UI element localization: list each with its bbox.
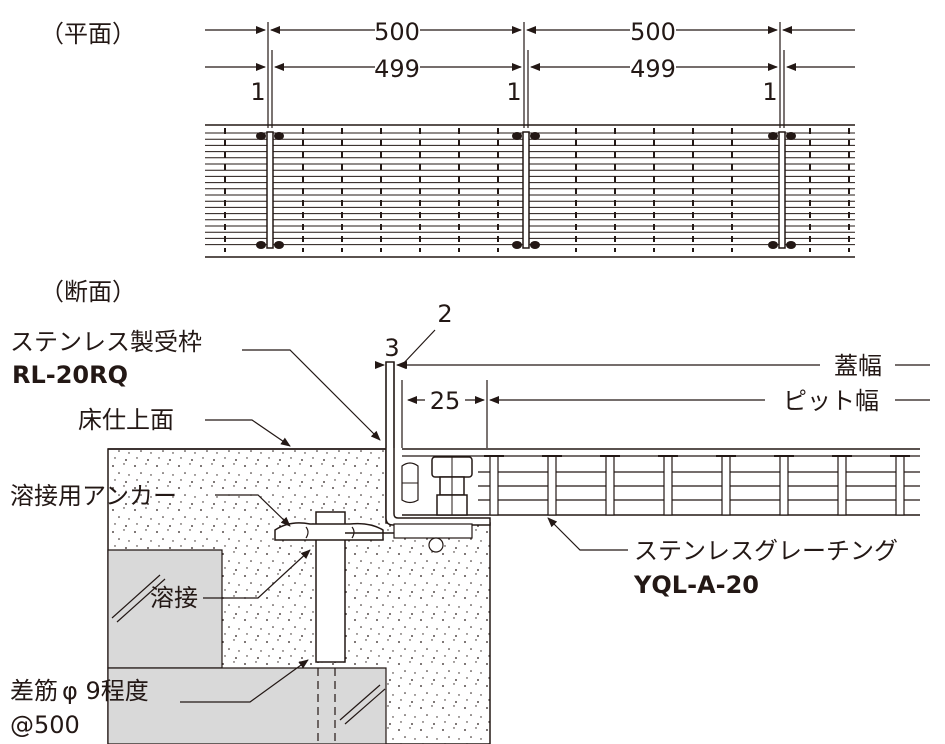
dim-2: 2 [437, 300, 452, 328]
plan-bolt [530, 241, 540, 249]
frame-name-label: ステンレス製受枠 [10, 328, 202, 356]
frame-code-label: RL-20RQ [12, 361, 128, 389]
plan-bolt [768, 132, 778, 140]
plan-bolt [786, 241, 796, 249]
section-bar [663, 455, 673, 516]
plan-bolt [256, 241, 266, 249]
section-dim-25-pit [401, 380, 930, 448]
stainless-frame [385, 361, 491, 553]
rebar-spec-label: φ 9程度 [62, 677, 149, 705]
plan-bolt [274, 241, 284, 249]
section-bar [895, 455, 905, 516]
dim-25: 25 [430, 387, 461, 415]
section-grating [401, 448, 920, 516]
anchor-label: 溶接用アンカー [10, 482, 177, 510]
plan-bolt [512, 241, 522, 249]
floor-level-label: 床仕上面 [78, 406, 174, 434]
rebar-label-1: 差筋 [10, 677, 58, 705]
grating-name-label: ステンレスグレーチング [634, 537, 898, 565]
grating-code-label: YQL-A-20 [633, 571, 759, 599]
plan-bolt [786, 132, 796, 140]
plan-seam [266, 131, 274, 249]
plan-view: （平面） 500 500 4 [40, 18, 855, 258]
plan-grating [205, 124, 855, 258]
weld-anchor [274, 511, 405, 663]
rebar-label-2: @500 [10, 711, 80, 739]
plan-heading: （平面） [40, 20, 136, 48]
plan-bolt [768, 241, 778, 249]
section-bar [605, 455, 615, 516]
plan-bolt [274, 132, 284, 140]
clamp-bolt [431, 456, 473, 516]
precast-block-lower [107, 667, 387, 744]
section-bar [489, 455, 499, 516]
weld-label: 溶接 [150, 584, 198, 612]
dim-3: 3 [384, 334, 399, 362]
section-bar [779, 455, 789, 516]
dim-499-left: 499 [374, 55, 420, 83]
section-bar [837, 455, 847, 516]
lid-width-label: 蓋幅 [834, 352, 882, 380]
dim-gap-1-center: 1 [506, 78, 521, 106]
precast-break-marks [111, 574, 386, 725]
section-heading: （断面） [40, 278, 136, 306]
plan-extension-lines [267, 22, 785, 128]
dim-gap-1-left: 1 [250, 78, 265, 106]
plan-bolt [512, 132, 522, 140]
plan-bolt [530, 132, 540, 140]
section-bar [721, 455, 731, 516]
leader-lines [180, 349, 628, 703]
pit-width-label: ピット幅 [783, 387, 879, 415]
section-view: （断面） [10, 278, 930, 744]
section-bar [547, 455, 557, 516]
plan-bolt [256, 132, 266, 140]
dim-gap-1-right: 1 [762, 78, 777, 106]
dim-500-left: 500 [374, 18, 420, 46]
plan-seam [778, 131, 786, 249]
dim-499-right: 499 [630, 55, 676, 83]
dim-500-right: 500 [630, 18, 676, 46]
plan-seam [522, 131, 530, 249]
